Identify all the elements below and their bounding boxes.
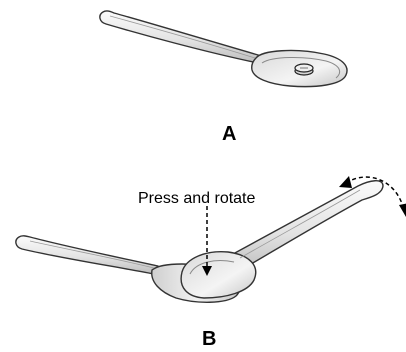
- panel-label-b: B: [202, 328, 216, 350]
- press-and-rotate-label: Press and rotate: [138, 190, 256, 207]
- spoon-a: [100, 11, 347, 87]
- tablet: [295, 64, 313, 75]
- panel-label-a: A: [222, 123, 236, 145]
